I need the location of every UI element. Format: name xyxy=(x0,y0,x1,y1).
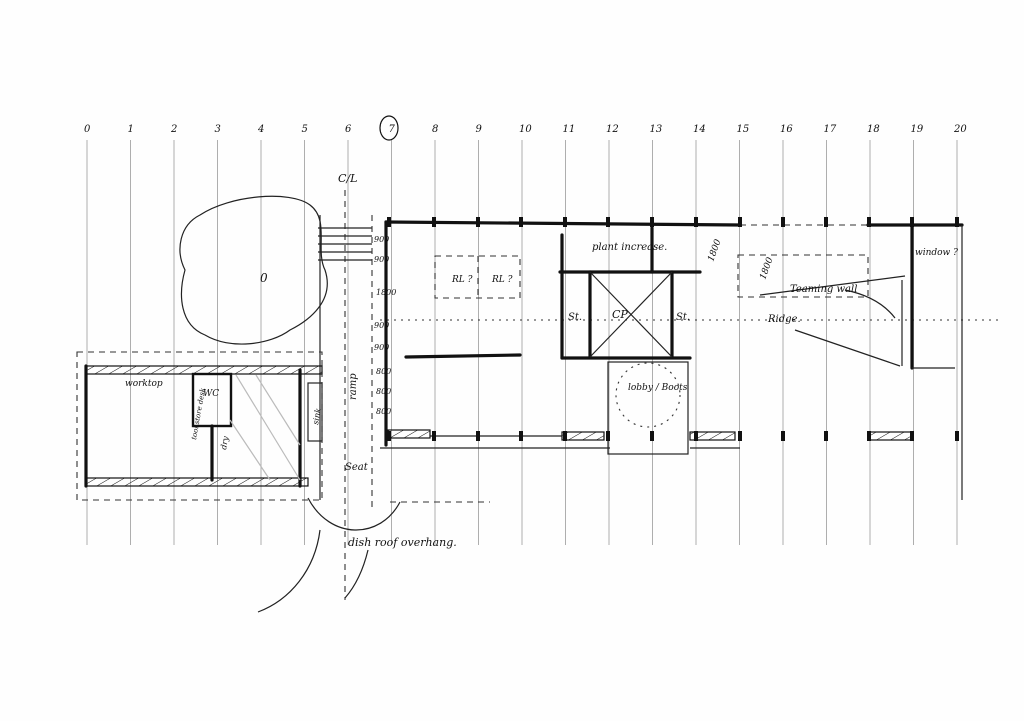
column-post xyxy=(955,431,959,441)
cp-label: CP xyxy=(612,308,628,321)
worktop-label: worktop xyxy=(125,379,163,389)
column-post xyxy=(738,431,742,441)
grid-label: 13 xyxy=(650,124,663,135)
column-post xyxy=(606,217,610,227)
plant-label: plant increase. xyxy=(592,242,667,253)
dim: 800 xyxy=(376,367,391,376)
main-building xyxy=(380,220,964,500)
grid-label: 15 xyxy=(737,124,750,135)
grid-label: 11 xyxy=(563,124,576,135)
dim: 900 xyxy=(374,343,389,352)
wc-label: WC xyxy=(203,389,219,399)
column-post xyxy=(910,431,914,441)
grid-label: 4 xyxy=(257,124,264,135)
column-post xyxy=(910,217,914,227)
centreline-label: C/L xyxy=(338,172,357,185)
dry-label: dry xyxy=(219,435,230,450)
column-post xyxy=(650,431,654,441)
column-post xyxy=(519,431,523,441)
grid-label: 0 xyxy=(84,124,91,135)
path-curve xyxy=(344,549,369,599)
grid-label: 16 xyxy=(780,124,793,135)
grid-label: 7 xyxy=(389,124,396,135)
grid-label: 20 xyxy=(953,124,967,135)
column-post xyxy=(432,217,436,227)
entry-steps xyxy=(318,215,372,500)
outbuilding xyxy=(76,351,323,501)
column-post xyxy=(781,217,785,227)
column-post xyxy=(781,431,785,441)
column-post xyxy=(606,431,610,441)
dim: 800 xyxy=(376,407,391,416)
column-post xyxy=(387,217,391,227)
ridge-label: Ridge. xyxy=(767,314,801,325)
tree-label: 0 xyxy=(260,271,268,285)
dim: 800 xyxy=(376,387,391,396)
dim: 900 xyxy=(374,235,389,244)
column-post xyxy=(476,217,480,227)
grid-label: 17 xyxy=(824,124,837,135)
column-post xyxy=(476,431,480,441)
window-label: window ? xyxy=(915,248,958,258)
tree-canopy xyxy=(179,195,328,345)
ramp-label: ramp xyxy=(348,373,359,400)
seat-label: Seat xyxy=(345,462,369,473)
overhang-label: dish roof overhang. xyxy=(348,536,457,549)
column-post xyxy=(519,217,523,227)
grid-label: 9 xyxy=(476,124,483,135)
column-post xyxy=(824,431,828,441)
path-curve xyxy=(257,529,321,613)
grid-label: 6 xyxy=(345,124,352,135)
column-post xyxy=(432,431,436,441)
grid-label: 19 xyxy=(911,124,924,135)
grid-7-highlight-circle xyxy=(379,115,399,141)
column-post xyxy=(694,217,698,227)
grid-label: 18 xyxy=(867,124,880,135)
column-post xyxy=(867,217,871,227)
column-post xyxy=(563,217,567,227)
grid-label: 8 xyxy=(432,124,438,135)
column-post xyxy=(563,431,567,441)
grid-label: 2 xyxy=(170,124,177,135)
grid-label: 1 xyxy=(128,124,134,135)
column-post xyxy=(694,431,698,441)
lobby-label: lobby / Boots xyxy=(628,383,688,393)
store-right-label: St. xyxy=(676,312,690,323)
dim: 900 xyxy=(374,321,389,330)
dim: 900 xyxy=(374,255,389,264)
grid-label: 3 xyxy=(215,124,221,135)
rl-label-1: RL ? xyxy=(451,275,473,285)
overhang-arc xyxy=(307,497,401,531)
sink-label: sink xyxy=(311,407,323,425)
column-post xyxy=(955,217,959,227)
column-post xyxy=(824,217,828,227)
column-post xyxy=(650,217,654,227)
column-post xyxy=(867,431,871,441)
teaming-wall-label: Teaming wall xyxy=(790,284,857,295)
rl-label-2: RL ? xyxy=(491,275,513,285)
store-left-label: St. xyxy=(568,312,582,323)
column-posts xyxy=(387,217,959,441)
column-post xyxy=(387,431,391,441)
grid-label: 12 xyxy=(606,124,619,135)
grid-label: 14 xyxy=(693,124,706,135)
grid-label: 5 xyxy=(302,124,308,135)
column-post xyxy=(738,217,742,227)
grid-label: 10 xyxy=(519,124,532,135)
